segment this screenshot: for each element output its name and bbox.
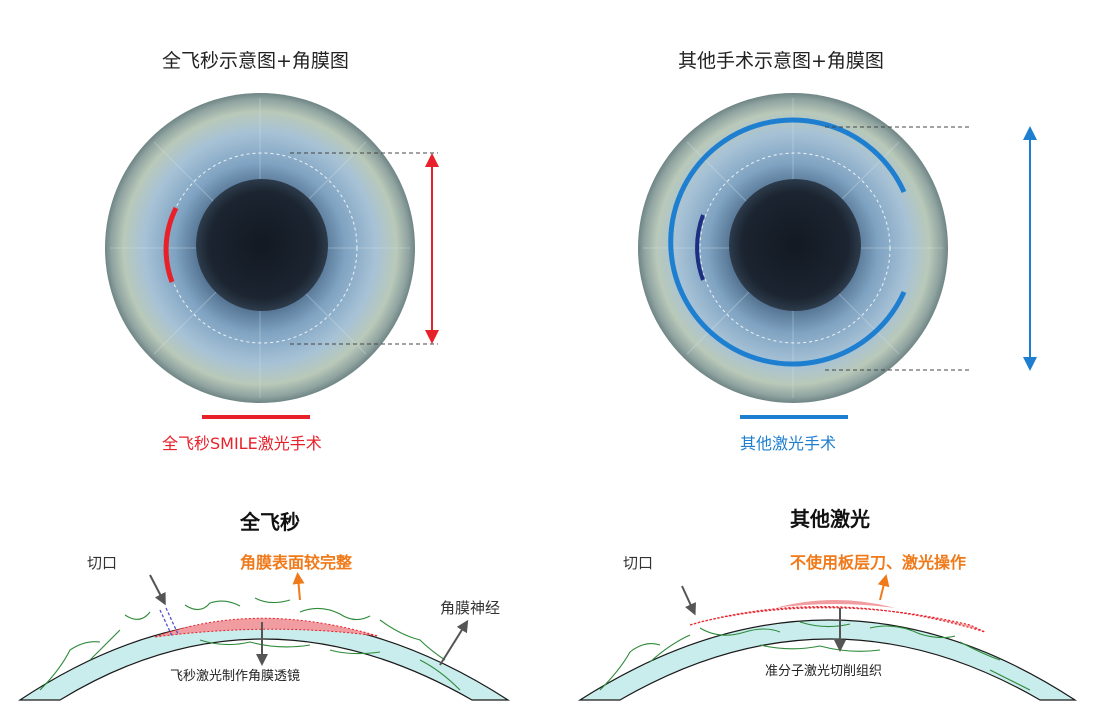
- left-nerve-label: 角膜神经: [440, 599, 501, 617]
- left-smile-incision-arc: [163, 206, 179, 283]
- right-flap-arc: [668, 117, 907, 367]
- right-optical-zone-circle: [699, 152, 891, 344]
- left-nerve-arrow: [439, 619, 469, 666]
- right-hinge-arc: [695, 214, 705, 281]
- right-tissue-label: 准分子激光切削组织: [765, 664, 883, 679]
- left-eye: [105, 93, 415, 403]
- right-incision-arrow: [681, 585, 696, 616]
- left-top-title: 全飞秒示意图+角膜图: [162, 50, 349, 72]
- left-incision-arrow: [149, 574, 166, 606]
- right-flap-edge: [689, 606, 986, 633]
- right-cornea-section: [577, 600, 1078, 701]
- right-incision-label: 切口: [623, 554, 654, 572]
- left-optical-zone-circle: [166, 152, 358, 344]
- right-note: 不使用板层刀、激光操作: [790, 553, 967, 572]
- left-nerves: [39, 597, 461, 691]
- left-cornea-section: [18, 597, 511, 701]
- right-caption: 其他激光手术: [740, 434, 837, 453]
- left-surface-note: 角膜表面较完整: [240, 553, 353, 572]
- left-bottom-title: 全飞秒: [240, 510, 300, 534]
- left-surface-arrow: [292, 572, 305, 601]
- right-note-arrow: [877, 574, 890, 601]
- right-bottom-title: 其他激光: [790, 507, 870, 531]
- left-incision-label: 切口: [87, 554, 118, 572]
- right-top-title: 其他手术示意图+角膜图: [678, 50, 884, 72]
- left-lenticule: [154, 617, 379, 638]
- right-ablation-zone: [775, 600, 895, 608]
- left-caption: 全飞秒SMILE激光手术: [162, 434, 322, 453]
- left-lens-label: 飞秒激光制作角膜透镜: [170, 669, 301, 684]
- right-eye: [638, 93, 948, 403]
- right-nerves: [599, 621, 1031, 691]
